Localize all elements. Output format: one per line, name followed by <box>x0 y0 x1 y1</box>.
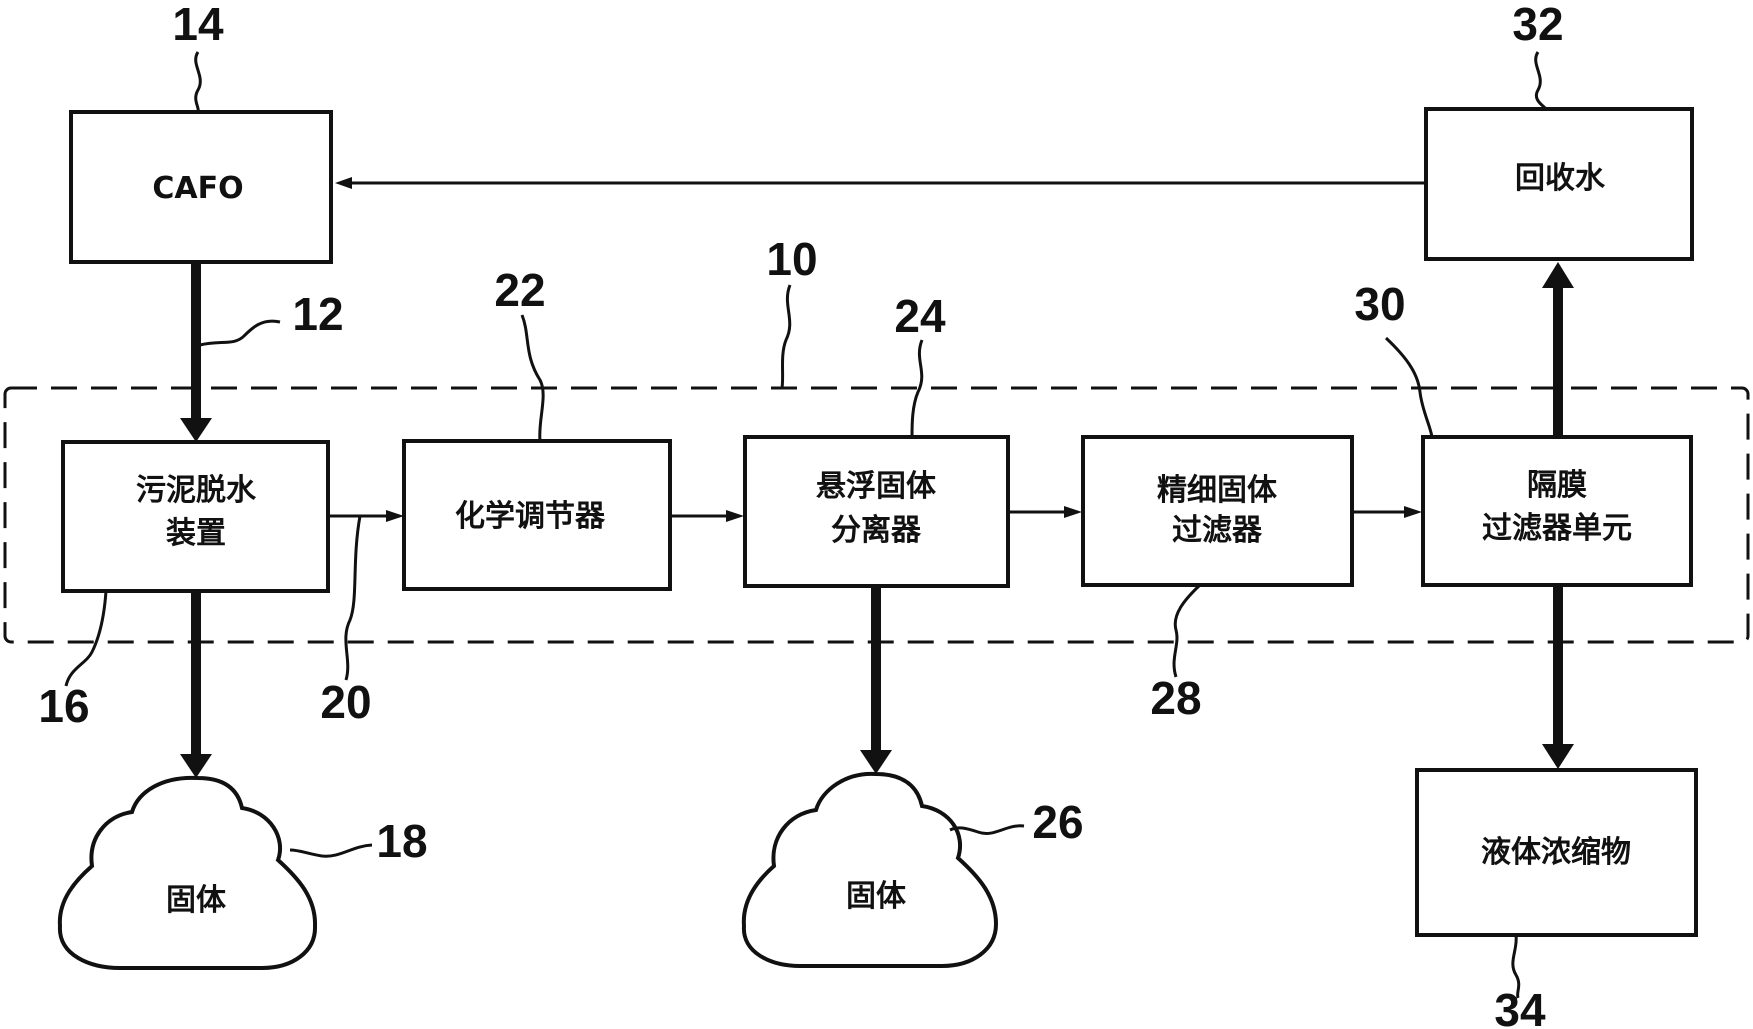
leader-30 <box>1384 336 1434 438</box>
arrowhead-fine-in <box>1064 506 1082 518</box>
suspended-label-line2: 分离器 <box>831 513 922 548</box>
membrane-label-line2: 过滤器单元 <box>1482 511 1632 546</box>
ref-24: 24 <box>894 290 946 342</box>
dewater-label-line2: 装置 <box>166 516 226 551</box>
leader-14 <box>194 51 202 113</box>
dewater-label-line1: 污泥脱水 <box>136 473 257 508</box>
arrowhead-suspended-in <box>726 510 744 522</box>
ref-16: 16 <box>38 680 89 732</box>
recovered-water-label: 回收水 <box>1515 161 1606 196</box>
leader-12 <box>199 319 281 347</box>
fine-label-line2: 过滤器 <box>1172 513 1263 548</box>
membrane-filter-unit-box[interactable] <box>1421 435 1693 587</box>
leader-26 <box>949 824 1025 835</box>
liquid-concentrate-box[interactable] <box>1415 768 1698 937</box>
leader-24 <box>910 339 924 438</box>
cafo-box[interactable] <box>69 110 333 264</box>
ref-22: 22 <box>494 264 545 316</box>
chemical-conditioner-box[interactable] <box>402 439 672 591</box>
concentrate-label: 液体浓缩物 <box>1481 835 1631 870</box>
fine-solids-filter-box[interactable] <box>1081 435 1354 587</box>
cafo-label: CAFO <box>152 171 243 206</box>
solids-cloud-left[interactable] <box>57 775 318 970</box>
ref-18: 18 <box>376 815 427 867</box>
arrowhead-dewater-in <box>180 418 212 442</box>
ref-34: 34 <box>1494 984 1546 1029</box>
ref-30: 30 <box>1354 278 1405 330</box>
ref-28: 28 <box>1150 672 1201 724</box>
ref-10: 10 <box>766 233 817 285</box>
ref-32: 32 <box>1512 0 1563 50</box>
leader-18 <box>289 843 373 858</box>
ref-20: 20 <box>320 676 371 728</box>
leader-20 <box>344 515 362 681</box>
ref-12: 12 <box>292 288 343 340</box>
sludge-dewatering-box[interactable] <box>61 440 330 593</box>
arrowhead-cafo-in <box>335 177 352 189</box>
recovered-water-box[interactable] <box>1424 107 1694 261</box>
arrowhead-membrane-in <box>1404 506 1422 518</box>
arrowhead-concentrate-in <box>1542 744 1574 769</box>
arrowhead-chemical-in <box>386 510 404 522</box>
solids-left-label: 固体 <box>166 883 227 918</box>
leader-10 <box>780 284 792 389</box>
solids-mid-label: 固体 <box>846 879 907 914</box>
fine-label-line1: 精细固体 <box>1157 473 1278 508</box>
arrowhead-solids-mid-in <box>860 750 892 774</box>
arrowhead-recovered-in <box>1542 262 1574 288</box>
leader-28 <box>1172 583 1202 678</box>
ref-14: 14 <box>172 0 224 50</box>
arrowhead-solids-left-in <box>180 754 212 778</box>
leader-22 <box>520 314 545 442</box>
ref-26: 26 <box>1032 796 1083 848</box>
leader-16 <box>64 590 108 687</box>
leader-34 <box>1511 934 1521 999</box>
membrane-label-line1: 隔膜 <box>1527 468 1587 503</box>
leader-32 <box>1534 51 1548 111</box>
chemical-label: 化学调节器 <box>455 499 606 534</box>
suspended-label-line1: 悬浮固体 <box>816 469 937 504</box>
suspended-solids-separator-box[interactable] <box>743 435 1010 588</box>
solids-cloud-mid[interactable] <box>741 771 999 968</box>
